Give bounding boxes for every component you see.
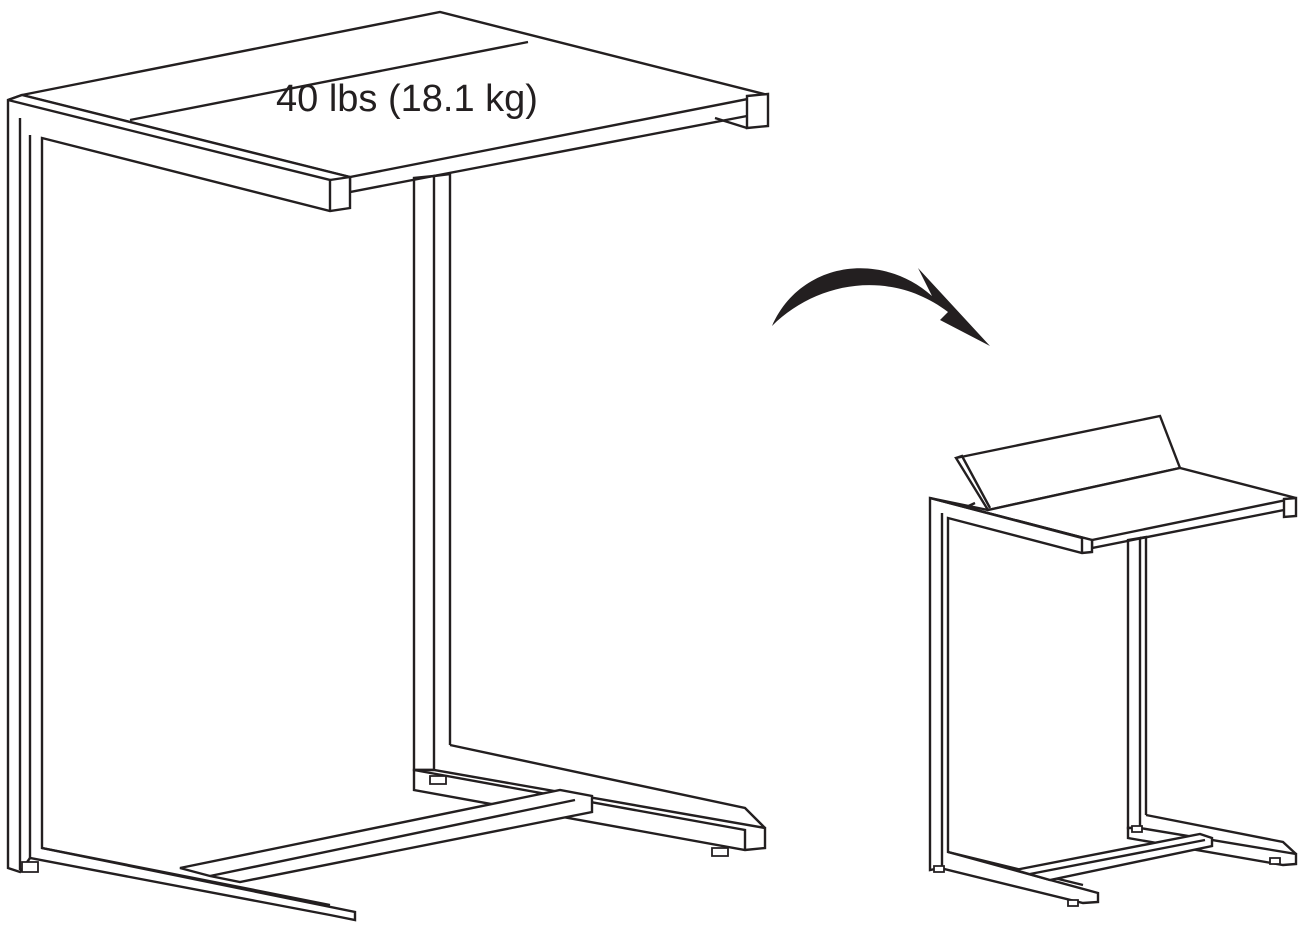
rear-upright <box>412 174 436 772</box>
glide <box>1131 825 1143 833</box>
glide <box>429 775 447 785</box>
rotate-arrow-icon <box>772 268 990 346</box>
glide <box>1269 857 1281 865</box>
glide <box>1067 899 1079 907</box>
large-table <box>6 10 770 922</box>
rear-upright <box>1126 536 1142 830</box>
top-rail-end <box>745 92 770 130</box>
glide <box>21 861 39 873</box>
weight-capacity-label: 40 lbs (18.1 kg) <box>276 78 538 120</box>
glide <box>711 847 729 857</box>
small-table <box>928 414 1298 907</box>
top-rail-end <box>1282 496 1298 519</box>
front-frame <box>928 496 1100 905</box>
front-frame <box>6 93 357 922</box>
glide <box>933 865 945 873</box>
